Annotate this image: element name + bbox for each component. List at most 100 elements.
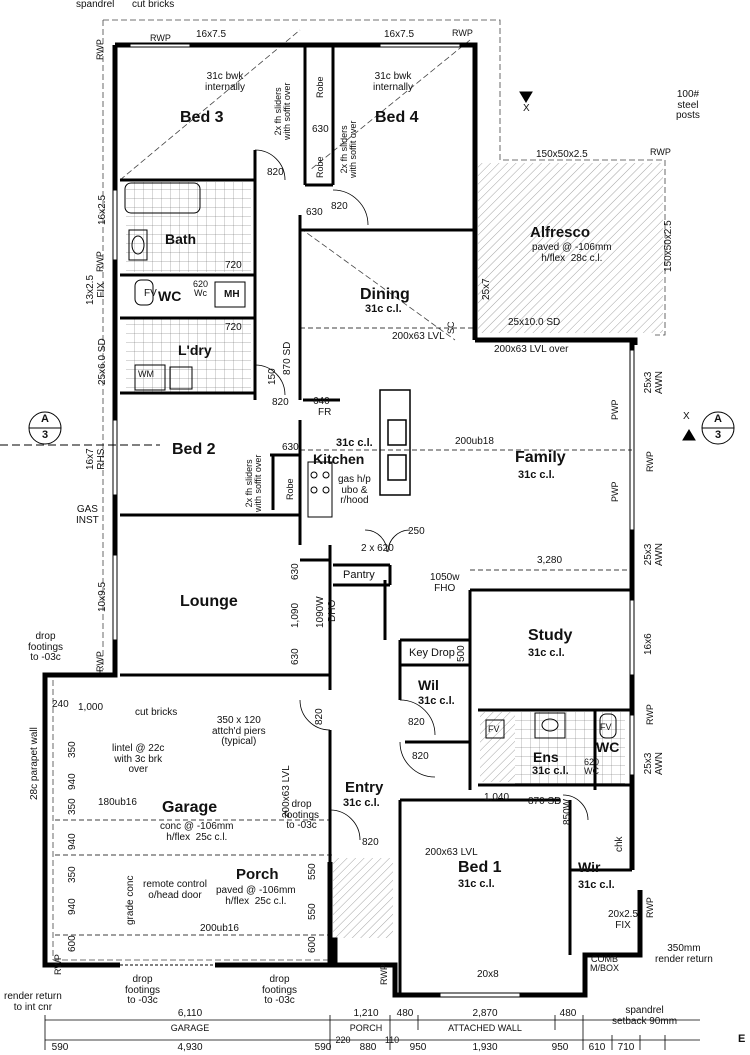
dim-6110: 6,110 (177, 1008, 203, 1019)
ceiling-garage: conc @ -106mm h/flex 25c c.l. (160, 821, 234, 843)
piers-note: 350 x 120 attch'd piers (typical) (212, 715, 266, 747)
dim-1210: 1,210 (353, 1008, 379, 1019)
dim-710: 710 (617, 1042, 635, 1053)
rwp-top-left: RWP (150, 33, 171, 43)
marker-x-right: X (683, 411, 690, 422)
dim-350-c: 350 (67, 866, 78, 883)
dim-1090: 1,090 (290, 602, 301, 628)
dim-1040: 1,040 (484, 792, 510, 803)
dim-220: 220 (335, 1035, 351, 1045)
fho-note: 1050w FHO (430, 572, 460, 594)
internal-walls (120, 45, 632, 995)
ceiling-wil: 31c c.l. (418, 695, 455, 707)
fridge-label: FR (318, 407, 332, 418)
laundry-tiles (126, 318, 251, 393)
beam-alfresco: 150x50x2.5 (536, 149, 588, 160)
roof-outline (52, 19, 666, 961)
dim-window-lounge: 10x9.5 (97, 581, 108, 612)
dim-820-bed4: 820 (331, 201, 348, 212)
section-3-right: 3 (714, 429, 722, 441)
dim-600-porch: 600 (307, 936, 318, 953)
room-bed1: Bed 1 (458, 859, 502, 876)
porch-paving (333, 858, 393, 938)
room-entry: Entry (345, 779, 384, 796)
dim-870sd: 870 SD (282, 341, 293, 375)
dim-240: 240 (52, 699, 69, 710)
room-wc: WC (158, 288, 182, 304)
ceiling-alfresco: paved @ -106mm h/flex 28c c.l. (532, 242, 612, 264)
dim-630-a: 630 (306, 207, 323, 218)
dim-950-b: 950 (551, 1042, 569, 1053)
marker-x-top: X (523, 103, 530, 114)
room-wc2: WC (596, 739, 620, 755)
rwp-left-top: RWP (95, 39, 105, 60)
dim-550-b: 550 (307, 903, 318, 920)
dim-610: 610 (588, 1042, 606, 1053)
dim-4930: 4,930 (177, 1042, 203, 1053)
dim-window-bed4: 16x7.5 (384, 29, 415, 40)
marker-e: E (738, 1033, 746, 1045)
rwp-right-3: RWP (645, 897, 655, 918)
room-alfresco: Alfresco (530, 224, 591, 241)
ceiling-porch: paved @ -106mm h/flex 25c c.l. (216, 885, 296, 907)
room-bed4: Bed 4 (375, 109, 419, 126)
dim-dining-door: 25x7 (481, 278, 492, 300)
rwp-left-bottom: RWP (95, 651, 105, 672)
dim-2870: 2,870 (472, 1008, 498, 1019)
room-robe-mid: Robe (315, 156, 325, 178)
note-spandrel-setback: spandrel setback 90mm (612, 1005, 678, 1027)
beam-lines (55, 327, 632, 936)
section-markers (0, 91, 735, 446)
dim-door-ldry: 25x6.0 SD (97, 338, 108, 385)
section-a-right: A (714, 413, 722, 425)
pwp-2: PWP (610, 481, 620, 502)
ceiling-wir: 31c c.l. (578, 879, 615, 891)
note-drop-footings-b1: drop footings to -03c (125, 974, 161, 1006)
kitchen-island (379, 389, 411, 496)
room-family: Family (515, 449, 566, 466)
sliders-bed3: 2x fh sliders with soffit over (273, 82, 293, 140)
room-laundry: L'dry (178, 342, 212, 358)
dim-630-d: 630 (290, 563, 301, 580)
dim-250: 250 (408, 526, 425, 537)
dim-620-wc2: 620 WC (584, 757, 600, 777)
dim-620-wc: 620 Wc (193, 279, 209, 299)
rwp-right-2: RWP (645, 704, 655, 725)
note-drop-footings-b2: drop footings to -03c (262, 974, 298, 1006)
note-dho: DHO (327, 599, 338, 622)
dim-1930: 1,930 (472, 1042, 498, 1053)
dim-3280: 3,280 (537, 555, 563, 566)
dim-480-b: 480 (559, 1008, 577, 1019)
dim-880: 880 (359, 1042, 377, 1053)
note-spandrel: spandrel (76, 0, 115, 10)
ceiling-ens: 31c c.l. (532, 765, 569, 777)
dim-window-bed3: 16x7.5 (196, 29, 227, 40)
kitchen-note: gas h/p ubo & r/hood (338, 474, 371, 506)
ceiling-kitchen: 31c c.l. (336, 437, 373, 449)
note-render-return: render return to int cnr (4, 991, 62, 1013)
dim-window-study: 16x6 (643, 633, 654, 655)
fixtures (124, 182, 617, 739)
beam-sd: 25x10.0 SD (508, 317, 561, 328)
dim-awn-1: 25x3 AWN (643, 371, 665, 394)
dim-500: 500 (456, 645, 467, 662)
sliders-bed2: 2x fh sliders with soffit over (244, 454, 264, 512)
dim-350-b: 350 (67, 798, 78, 815)
room-robe-top: Robe (315, 76, 325, 98)
room-dining: Dining (360, 286, 410, 303)
note-steel-posts: 100# steel posts (676, 89, 700, 121)
fv-wc2: FV (600, 722, 612, 732)
dim-820-bed2: 820 (272, 397, 289, 408)
ceiling-dining: 31c c.l. (365, 303, 402, 315)
dim-1090w: 1090W (315, 596, 326, 628)
remote-note: remote control o/head door (143, 879, 207, 901)
ceiling-study: 31c c.l. (528, 647, 565, 659)
ceiling-bed4: 31c bwk internally (373, 71, 414, 93)
note-chk: chk (614, 836, 625, 852)
dim-600: 600 (67, 935, 78, 952)
dim-940-c: 940 (67, 898, 78, 915)
alfresco-paving (478, 163, 663, 333)
dim-590-a: 590 (51, 1042, 69, 1053)
